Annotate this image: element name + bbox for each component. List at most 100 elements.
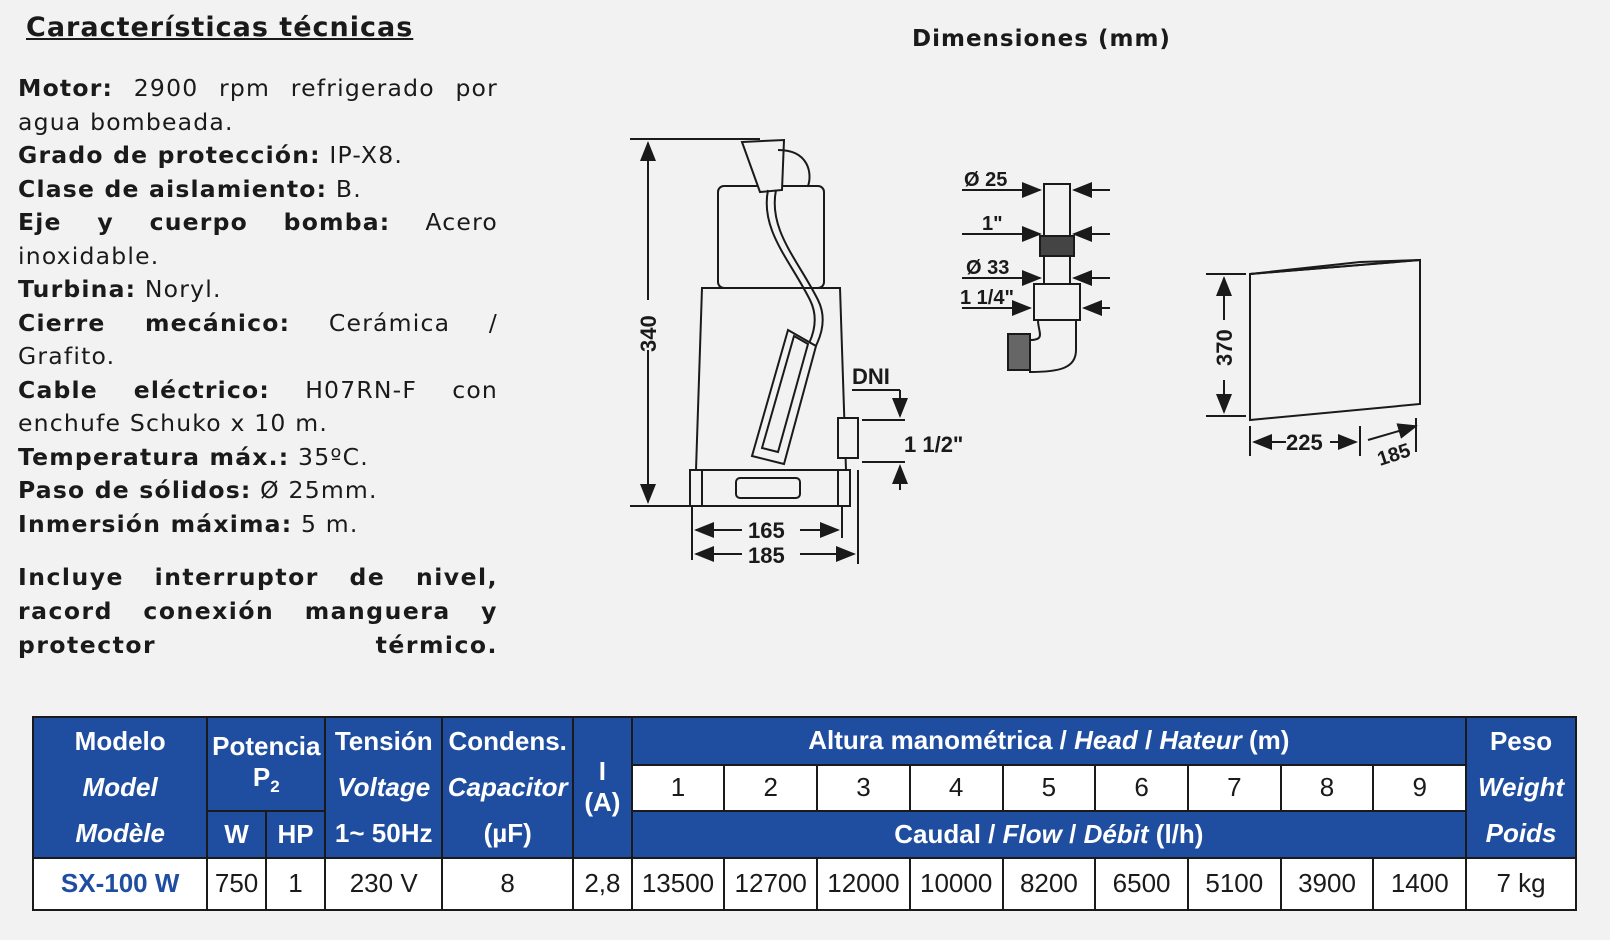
spec-label: Grado de protección: [18, 141, 321, 169]
spec-value: 35ºC. [298, 442, 369, 471]
flow-title-es: Caudal / [894, 818, 996, 849]
weight-value: 7 kg [1465, 856, 1577, 912]
head-value: 8 [1279, 763, 1375, 813]
spec-impeller: Turbina: Noryl. [18, 273, 498, 307]
head-title-en: Head [1074, 725, 1138, 756]
head-value: 9 [1372, 763, 1468, 813]
spec-value: H07RN-F con enchufe Schuko x 10 m. [18, 375, 499, 438]
spec-label: Motor: [18, 74, 114, 102]
pump-drawing [689, 138, 859, 507]
flow-unit: (l/h) [1155, 818, 1204, 849]
header-flow: Caudal / Flow / Débit (l/h) [630, 810, 1468, 859]
spec-temperature: Temperatura máx.: 35ºC. [18, 441, 498, 475]
hose-fitting [1007, 183, 1081, 374]
box-width-label: 225 [1286, 430, 1323, 455]
base-width-outer-label: 185 [748, 543, 785, 568]
spec-label: Turbina: [18, 275, 137, 303]
spec-cable: Cable eléctrico: H07RN-F con enchufe Sch… [18, 374, 498, 441]
head-value: 1 [630, 763, 726, 813]
dni-label: DNI [852, 364, 890, 389]
pump-height-label: 340 [636, 315, 661, 352]
base-width-inner-label: 165 [748, 518, 785, 543]
capacitor-value: 8 [441, 856, 575, 912]
spec-insulation: Clase de aislamiento: B. [18, 173, 498, 207]
height-dimension [630, 138, 760, 507]
header-power-w: W [206, 810, 267, 859]
header-model-es: Modelo [74, 726, 166, 757]
header-weight-es: Peso [1489, 726, 1553, 757]
outlet-size-label: 1 1/2" [904, 432, 963, 457]
dimension-drawing: 340 165 185 DNI 1 1/2" Ø 25 [630, 138, 1421, 568]
flow-value: 5100 [1186, 856, 1282, 912]
head-value: 5 [1001, 763, 1097, 813]
spec-value: Acero inoxidable. [18, 208, 498, 270]
spec-value: Cerámica / Grafito. [18, 308, 498, 371]
spec-seal: Cierre mecánico: Cerámica / Grafito. [18, 307, 498, 374]
flow-value: 10000 [908, 856, 1004, 912]
flow-value: 1400 [1372, 856, 1468, 912]
flow-value: 13500 [630, 856, 726, 912]
spec-value: Noryl. [144, 275, 222, 303]
voltage-value: 230 V [324, 856, 444, 912]
power-hp-value: 1 [264, 856, 327, 912]
spec-label: Clase de aislamiento: [18, 174, 328, 203]
header-weight-fr: Poids [1485, 818, 1557, 849]
spec-label: Cierre mecánico: [18, 308, 291, 337]
fitting-114inch-label: 1 1/4" [960, 287, 1014, 309]
model-value: SX-100 W [31, 856, 209, 912]
header-current-symbol: I [598, 756, 607, 787]
power-subscript: 2 [270, 777, 280, 797]
header-voltage-es: Tensión [334, 726, 433, 757]
header-power-hp: HP [264, 810, 327, 859]
box-dimensions [1206, 273, 1418, 456]
head-unit: (m) [1249, 725, 1290, 756]
spec-value: 5 m. [300, 509, 359, 538]
head-value: 6 [1094, 763, 1189, 813]
header-capacitor-es: Condens. [448, 726, 567, 757]
fitting-d33-label: Ø 33 [966, 257, 1009, 279]
header-model: Modelo Model Modèle [31, 716, 209, 859]
flow-value: 6500 [1094, 856, 1189, 912]
spec-label: Eje y cuerpo bomba: [18, 208, 391, 236]
page-title: Características técnicas [26, 12, 414, 43]
power-w-value: 750 [206, 856, 267, 912]
header-weight: Peso Weight Poids [1465, 716, 1577, 859]
dimensions-title: Dimensiones (mm) [912, 26, 1171, 52]
performance-table: Modelo Model Modèle Potencia P2 Tensión … [31, 715, 1577, 912]
header-current-unit: (A) [584, 787, 621, 818]
header-capacitor: Condens. Capacitor (µF) [441, 716, 575, 859]
spec-value: B. [335, 174, 362, 203]
header-model-en: Model [82, 772, 158, 803]
box-depth-label: 185 [1375, 440, 1414, 471]
header-current: I (A) [572, 716, 633, 859]
fitting-dimensions [962, 182, 1110, 316]
spec-value: IP-X8. [329, 141, 404, 169]
flow-value: 8200 [1001, 856, 1097, 912]
spec-label: Inmersión máxima: [18, 509, 293, 538]
header-capacitor-unit: (µF) [483, 818, 532, 849]
head-value: 2 [723, 763, 819, 813]
spec-solids: Paso de sólidos: Ø 25mm. [18, 474, 498, 508]
spec-protection: Grado de protección: IP-X8. [18, 139, 498, 173]
width-dimension [691, 470, 859, 564]
box-height-label: 370 [1212, 329, 1237, 366]
head-title-es: Altura manométrica / [808, 725, 1067, 756]
head-separator: / [1144, 725, 1153, 756]
header-power: Potencia P2 [206, 715, 327, 813]
head-title-fr: Hateur [1159, 725, 1242, 756]
head-value: 7 [1186, 763, 1282, 813]
spec-list: Motor: 2900 rpm refrigerado por agua bom… [18, 72, 498, 541]
header-voltage-en: Voltage [337, 772, 431, 803]
includes-note: Incluye interruptor de nivel, racord con… [18, 563, 498, 659]
packaging-box [1249, 258, 1421, 422]
flow-value: 3900 [1279, 856, 1375, 912]
header-capacitor-en: Capacitor [447, 772, 568, 803]
flow-separator: / [1069, 818, 1077, 849]
spec-label: Temperatura máx.: [18, 442, 290, 471]
header-voltage: Tensión Voltage 1~ 50Hz [324, 716, 444, 859]
head-value: 3 [816, 763, 911, 813]
flow-title-en: Flow [1002, 818, 1062, 849]
fitting-1inch-label: 1" [982, 213, 1003, 235]
spec-value: Ø 25mm. [260, 476, 378, 504]
head-value: 4 [908, 763, 1004, 813]
